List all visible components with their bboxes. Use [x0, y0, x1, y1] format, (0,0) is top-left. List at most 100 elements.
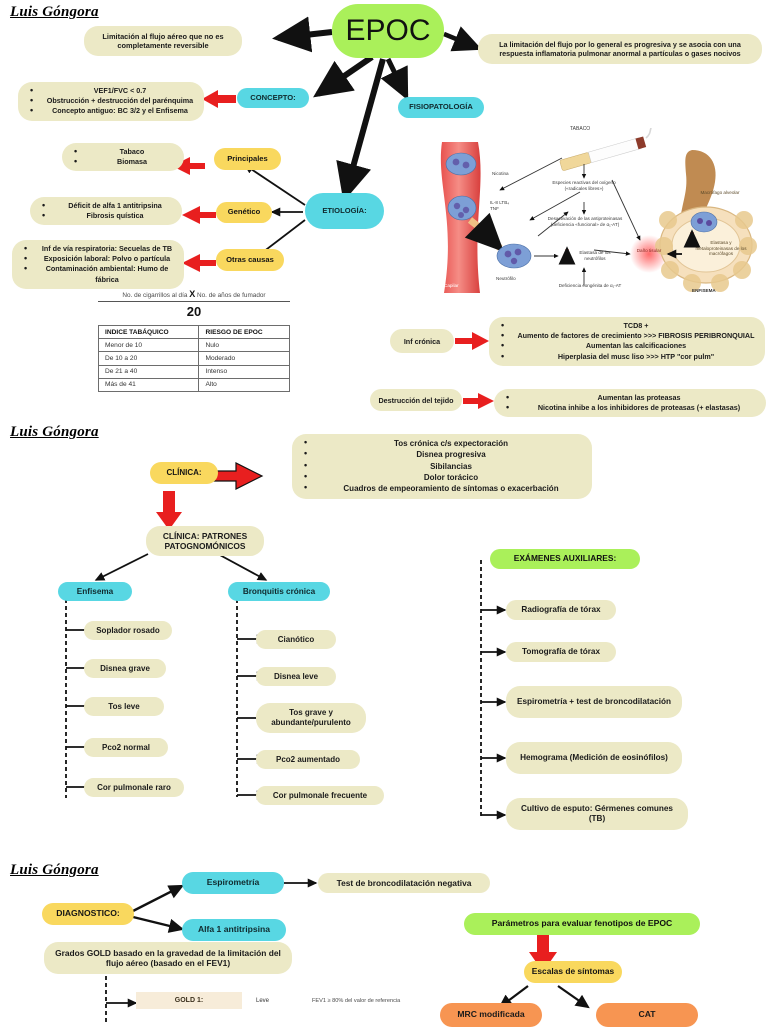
list-inf-cronica: TCD8 + Aumento de factores de crecimient… [489, 317, 765, 366]
figure-label-nicotina: Nicotina [492, 171, 509, 176]
formula-right: No. de años de fumador [197, 292, 266, 299]
list-item: Tabaco [66, 146, 176, 158]
figure-label-capilar: Capilar [444, 283, 459, 288]
node-enfisema-item-1: Soplador rosado [84, 621, 172, 640]
formula-divisor: 20 [186, 304, 202, 319]
cell-risk: Intenso [198, 364, 290, 379]
list-concepto: VEF1/FVC < 0.7 Obstrucción + destrucción… [18, 82, 204, 121]
author-name-page1: Luis Góngora [10, 4, 99, 20]
node-parametros-fenotipos: Parámetros para evaluar fenotipos de EPO… [464, 913, 700, 935]
node-definition-left: Limitación al flujo aéreo que no es comp… [84, 26, 242, 56]
table-row: Menor de 10 Nulo [97, 338, 290, 353]
list-item: Hiperplasia del musc liso >>> HTP "cor p… [493, 351, 757, 363]
formula-left: No. de cigarrillos al día [122, 292, 188, 299]
list-item: Aumento de factores de crecimiento >>> F… [493, 330, 757, 342]
cell-index: Más de 41 [97, 377, 200, 392]
cell-risk: Nulo [198, 338, 290, 353]
node-epoc-root: EPOC [332, 4, 444, 58]
node-espirometria: Espirometría [182, 872, 284, 894]
cell-risk: Moderado [198, 351, 290, 366]
node-enfisema-item-3: Tos leve [84, 697, 164, 716]
node-examen-item-3: Espirometría + test de broncodilatación [506, 686, 682, 718]
list-item: Concepto antiguo: BC 3/2 y el Enfisema [22, 105, 196, 117]
list-destruccion: Aumentan las proteasas Nicotina inhibe a… [494, 389, 766, 418]
list-otras-causas: Inf de vía respiratoria: Secuelas de TB … [12, 240, 184, 289]
node-clinica: CLÍNICA: [150, 462, 218, 484]
table-row: De 21 a 40 Intenso [97, 364, 290, 379]
list-clinica: Tos crónica c/s expectoración Disnea pro… [292, 434, 592, 499]
column-header: RIESGO DE EPOC [198, 324, 290, 340]
node-bronquitis-cronica: Bronquitis crónica [228, 582, 330, 601]
node-destruccion-tejido: Destrucción del tejido [370, 389, 462, 411]
list-item: Contaminación ambiental: Humo de fábrica [16, 263, 176, 284]
tobacco-index-table: INDICE TABÁQUICO RIESGO DE EPOC Menor de… [97, 324, 290, 392]
node-enfisema: Enfisema [58, 582, 132, 601]
node-bronquitis-item-4: Pco2 aumentado [256, 750, 360, 769]
figure-label-macrofago: Macrófago alveolar [700, 190, 740, 195]
cell-index: Menor de 10 [97, 338, 200, 353]
node-bronquitis-item-1: Cianótico [256, 630, 336, 649]
list-item: Tos crónica c/s expectoración [296, 437, 584, 449]
node-examen-item-4: Hemograma (Medición de eosinófilos) [506, 742, 682, 774]
cell-risk: Alto [198, 377, 290, 392]
list-item: VEF1/FVC < 0.7 [22, 85, 196, 97]
list-item: Exposición laboral: Polvo o partícula [16, 253, 176, 265]
node-mrc-modificada: MRC modificada [440, 1003, 542, 1027]
list-item: Dolor torácico [296, 471, 584, 483]
list-item: TCD8 + [493, 320, 757, 332]
table-header-row: INDICE TABÁQUICO RIESGO DE EPOC [97, 324, 290, 340]
node-gold-header: Grados GOLD basado en la gravedad de la … [44, 942, 292, 974]
node-fisiopatologia: FISIOPATOLOGÍA [398, 97, 484, 118]
gold-grade: GOLD 1: [136, 992, 242, 1009]
formula-times: X [189, 289, 196, 299]
tobacco-formula: No. de cigarrillos al día X No. de años … [98, 289, 290, 302]
node-test-broncodilatacion: Test de broncodilatación negativa [318, 873, 490, 893]
list-item: Obstrucción + destrucción del parénquima [22, 95, 196, 107]
list-item: Nicotina inhibe a los inhibidores de pro… [498, 402, 758, 414]
figure-label-citokines: IL-8 LTB₄ TNF [490, 200, 510, 211]
figure-label-antiproteinasas: Desactivación de las antiproteinasas (de… [547, 216, 623, 227]
list-item: Fibrosis quística [34, 210, 174, 222]
node-enfisema-item-2: Disnea grave [84, 659, 166, 678]
node-examen-item-2: Tomografía de tórax [506, 642, 616, 662]
list-item: Aumentan las calcificaciones [493, 340, 757, 352]
tobacco-index-block: No. de cigarrillos al día X No. de años … [97, 289, 290, 392]
node-cat: CAT [596, 1003, 698, 1027]
gold-criteria: FEV1 ≥ 80% del valor de referencia [312, 997, 401, 1004]
node-escalas-sintomas: Escalas de síntomas [524, 961, 622, 983]
node-diagnostico: DIAGNOSTICO: [42, 903, 134, 925]
node-bronquitis-item-3: Tos grave y abundante/purulento [256, 703, 366, 733]
table-row: Más de 41 Alto [97, 377, 290, 392]
figure-label-ros: Especies reactivas del oxígeno («radical… [552, 180, 616, 191]
figure-label-enfisema: ENFISEMA [692, 288, 716, 293]
list-item: Disnea progresiva [296, 448, 584, 460]
figure-label-elastasa-macrofagos: Elastasa y metaloproteinasas de los macr… [695, 240, 747, 257]
cell-index: De 10 a 20 [97, 351, 200, 366]
figure-label-dano-tisular: Daño tisular [636, 248, 662, 253]
node-enfisema-item-4: Pco2 normal [84, 738, 168, 757]
list-principales: Tabaco Biomasa [62, 143, 184, 172]
node-examen-item-5: Cultivo de esputo: Gérmenes comunes (TB) [506, 798, 688, 830]
figure-label-deficiencia: Deficiencia congénita de α₁-AT [558, 283, 622, 288]
list-item: Déficit de alfa 1 antitripsina [34, 200, 174, 212]
emphysema-pathogenesis-figure: TABACO Nicotina IL-8 LTB₄ TNF Especies r… [434, 124, 764, 300]
node-examenes-auxiliares: EXÁMENES AUXILIARES: [490, 549, 640, 569]
list-item: Biomasa [66, 156, 176, 168]
node-etiologia: ETIOLOGÍA: [305, 193, 384, 229]
gold-row-1: GOLD 1: Leve FEV1 ≥ 80% del valor de ref… [136, 992, 456, 1009]
node-inf-cronica: Inf crónica [390, 329, 454, 353]
node-enfisema-item-5: Cor pulmonale raro [84, 778, 184, 797]
cell-index: De 21 a 40 [97, 364, 200, 379]
node-examen-item-1: Radiografía de tórax [506, 600, 616, 620]
node-etiologia-principales: Principales [214, 148, 281, 170]
figure-label-neutrofilo: Neutrófilo [496, 276, 516, 281]
column-header: INDICE TABÁQUICO [97, 324, 200, 340]
list-item: Aumentan las proteasas [498, 392, 758, 404]
table-row: De 10 a 20 Moderado [97, 351, 290, 366]
figure-svg [440, 124, 757, 293]
node-patrones-patognomonicos: CLÍNICA: PATRONES PATOGNOMÓNICOS [146, 526, 264, 556]
list-genetico: Déficit de alfa 1 antitripsina Fibrosis … [30, 197, 182, 226]
list-item: Sibilancias [296, 460, 584, 472]
node-etiologia-otras: Otras causas [216, 249, 284, 271]
